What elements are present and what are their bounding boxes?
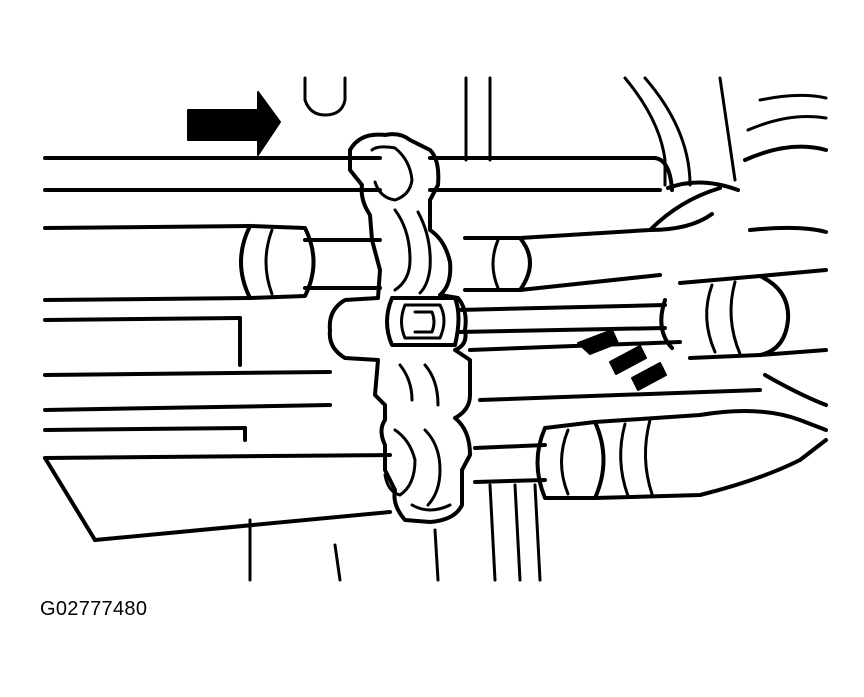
background-structure (248, 76, 828, 582)
lower-hose (43, 388, 828, 542)
figure-id-label: G02777480 (40, 598, 148, 620)
right-fitting (659, 144, 828, 407)
middle-brake-line (43, 303, 682, 377)
top-brake-line (43, 156, 674, 192)
arrow-right-icon (187, 91, 281, 156)
upper-hose (43, 180, 740, 302)
brake-line-clamp (327, 132, 472, 524)
arrow-up-left-icon (577, 329, 667, 391)
